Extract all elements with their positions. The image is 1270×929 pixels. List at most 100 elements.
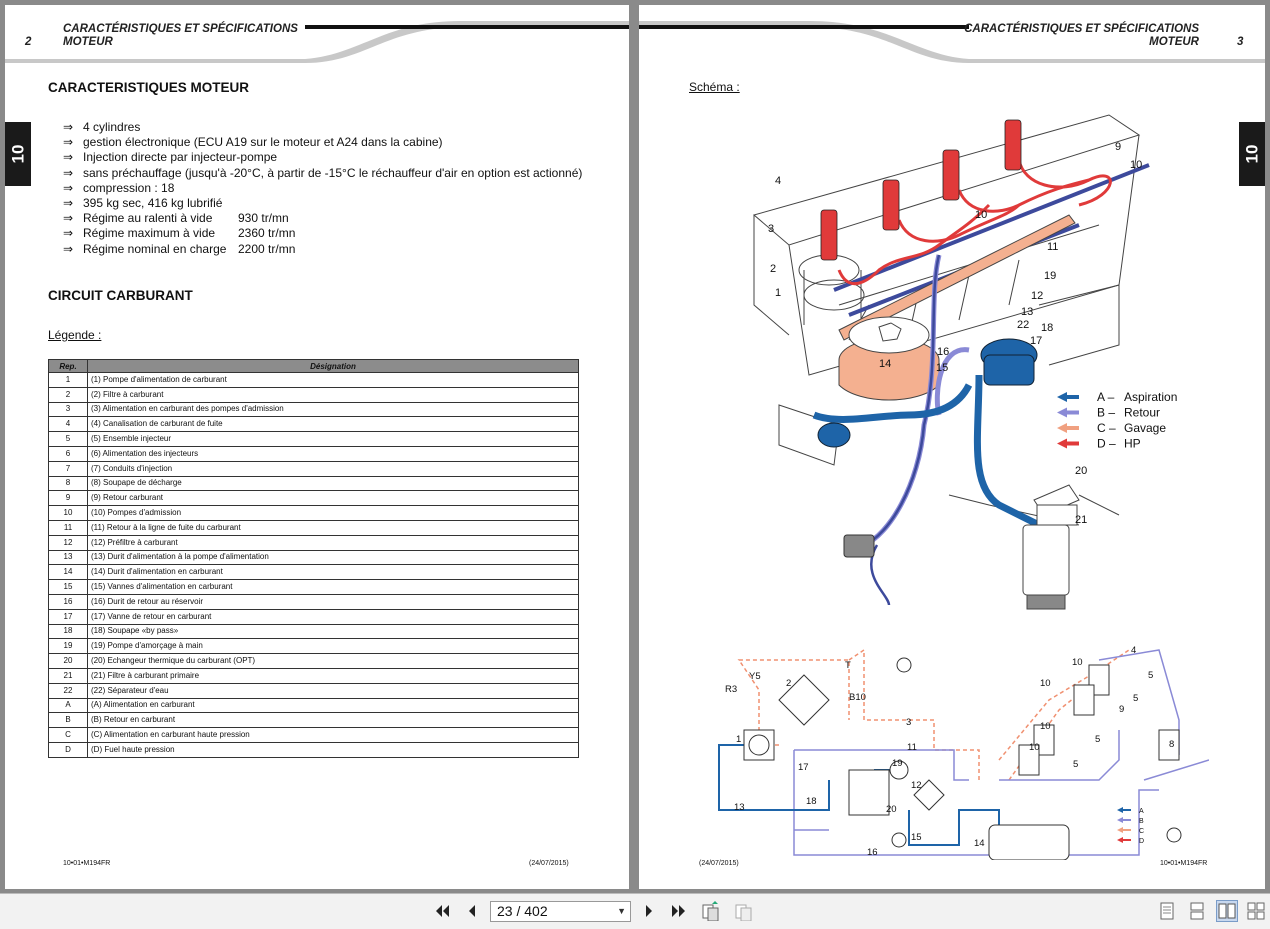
table-cell-designation: (7) Conduits d'injection	[87, 460, 579, 477]
spec-item: ⇒gestion électronique (ECU A19 sur le mo…	[63, 135, 582, 150]
viewer-toolbar: 23 / 402 ▼	[0, 893, 1270, 929]
table-cell-designation: (10) Pompes d'admission	[87, 505, 579, 521]
circuit-labels: 12345555891010101011121314151617181920Y5…	[725, 645, 1174, 858]
go-forward-view-icon[interactable]	[733, 900, 755, 922]
spec-item: ⇒compression : 18	[63, 181, 582, 196]
table-row: 8(8) Soupape de décharge	[48, 475, 579, 492]
left-page: 2 CARACTÉRISTIQUES ET SPÉCIFICATIONS MOT…	[5, 5, 629, 889]
table-row: 2(2) Filtre à carburant	[48, 386, 579, 403]
spec-item: ⇒4 cylindres	[63, 120, 582, 135]
circuit-label: 5	[1073, 759, 1078, 770]
table-cell-rep: 17	[48, 608, 88, 625]
table-cell-rep: 20	[48, 653, 88, 669]
engine-callout: 13	[1021, 306, 1033, 318]
circuit-label: 10	[1029, 742, 1040, 753]
two-page-view-icon[interactable]	[1216, 900, 1238, 922]
table-cell-rep: 1	[48, 372, 88, 388]
table-cell-designation: (5) Ensemble injecteur	[87, 431, 579, 447]
circuit-label: 10	[1040, 678, 1051, 689]
legend-label: Légende :	[48, 328, 102, 342]
table-cell-rep: D	[48, 741, 88, 758]
circuit-label: 4	[1131, 645, 1136, 656]
table-cell-designation: (A) Alimentation en carburant	[87, 697, 579, 714]
circuit-legend-key: A	[1139, 808, 1144, 815]
header-swoosh	[639, 21, 1265, 63]
page-number: 2	[25, 36, 32, 48]
table-row: 6(6) Alimentation des injecteurs	[48, 445, 579, 462]
table-row: 15(15) Vannes d'alimentation en carburan…	[48, 579, 579, 595]
engine-illustration: 12345567891010111213141516171819202122 A…	[752, 114, 1177, 610]
single-page-view-icon[interactable]	[1156, 900, 1178, 922]
spec-value: 930 tr/mn	[238, 211, 289, 226]
engine-callout: 1	[775, 287, 781, 299]
spec-text: 4 cylindres	[83, 120, 141, 134]
table-cell-rep: 15	[48, 579, 88, 595]
circuit-label: 11	[907, 742, 917, 753]
table-cell-designation: (B) Retour en carburant	[87, 712, 579, 729]
arrow-icon: ⇒	[63, 211, 74, 226]
footer-ref: 10•01•M194FR	[1160, 860, 1208, 867]
engine-callout: 2	[770, 263, 776, 275]
spec-text: compression : 18	[83, 180, 175, 195]
circuit-label: 5	[1095, 734, 1100, 745]
circuit-legend-arrow-icon	[1117, 807, 1131, 813]
chevron-down-icon[interactable]: ▼	[617, 906, 626, 916]
table-cell-designation: (14) Durit d'alimentation en carburant	[87, 564, 579, 581]
table-cell-rep: A	[48, 697, 88, 714]
table-cell-designation: (D) Fuel haute pression	[87, 741, 579, 758]
engine-callout: 4	[775, 175, 781, 187]
engine-callout: 21	[1075, 514, 1087, 526]
table-cell-designation: (4) Canalisation de carburant de fuite	[87, 416, 579, 433]
table-cell-designation: (12) Préfiltre à carburant	[87, 534, 579, 551]
table-cell-rep: 8	[48, 475, 88, 492]
table-row: 12(12) Préfiltre à carburant	[48, 534, 579, 551]
table-row: 3(3) Alimentation en carburant des pompe…	[48, 401, 579, 418]
engine-callout: 22	[1017, 319, 1029, 331]
engine-callout: 9	[1115, 141, 1121, 153]
table-cell-rep: 7	[48, 460, 88, 477]
engine-callout: 12	[1031, 290, 1043, 302]
page-number-field[interactable]: 23 / 402 ▼	[490, 901, 631, 922]
table-cell-rep: 18	[48, 623, 88, 640]
circuit-label: 14	[974, 838, 985, 849]
legend-label: HP	[1124, 437, 1141, 451]
table-cell-rep: 14	[48, 564, 88, 581]
circuit-label: 3	[906, 717, 911, 728]
table-row: B(B) Retour en carburant	[48, 712, 579, 729]
table-cell-designation: (17) Vanne de retour en carburant	[87, 608, 579, 625]
circuit-label: 10	[1072, 657, 1083, 668]
spec-text: Régime maximum à vide	[83, 226, 216, 241]
table-cell-rep: 4	[48, 416, 88, 433]
header-line-2: MOTEUR	[1149, 36, 1199, 48]
table-row: 9(9) Retour carburant	[48, 490, 579, 507]
circuit-legend-arrow-icon	[1117, 817, 1131, 823]
continuous-view-icon[interactable]	[1186, 900, 1208, 922]
table-cell-rep: 12	[48, 534, 88, 551]
first-page-icon[interactable]	[431, 900, 453, 922]
engine-callout: 18	[1041, 322, 1053, 334]
legend-arrow-icon	[1057, 423, 1079, 433]
table-row: 16(16) Durit de retour au réservoir	[48, 593, 579, 610]
go-back-view-icon[interactable]	[700, 900, 722, 922]
table-row: 20(20) Echangeur thermique du carburant …	[48, 653, 579, 669]
circuit-label: 15	[911, 832, 922, 843]
circuit-label: 10	[1040, 721, 1051, 732]
circuit-label: 8	[1169, 739, 1174, 750]
table-row: 10(10) Pompes d'admission	[48, 505, 579, 521]
prev-page-icon[interactable]	[461, 900, 483, 922]
engine-callout: 14	[879, 358, 891, 370]
page-number: 3	[1237, 36, 1244, 48]
table-cell-designation: (15) Vannes d'alimentation en carburant	[87, 579, 579, 595]
last-page-icon[interactable]	[668, 900, 690, 922]
engine-callout: 20	[1075, 465, 1087, 477]
spec-value: 2360 tr/mn	[238, 226, 296, 241]
header-line-1: CARACTÉRISTIQUES ET SPÉCIFICATIONS	[964, 23, 1199, 35]
legend-key: B –	[1097, 406, 1115, 420]
two-page-continuous-view-icon[interactable]	[1245, 900, 1267, 922]
arrow-icon: ⇒	[63, 226, 74, 241]
legend-label: Gavage	[1124, 421, 1166, 435]
footer-date: (24/07/2015)	[529, 860, 569, 867]
next-page-icon[interactable]	[638, 900, 660, 922]
